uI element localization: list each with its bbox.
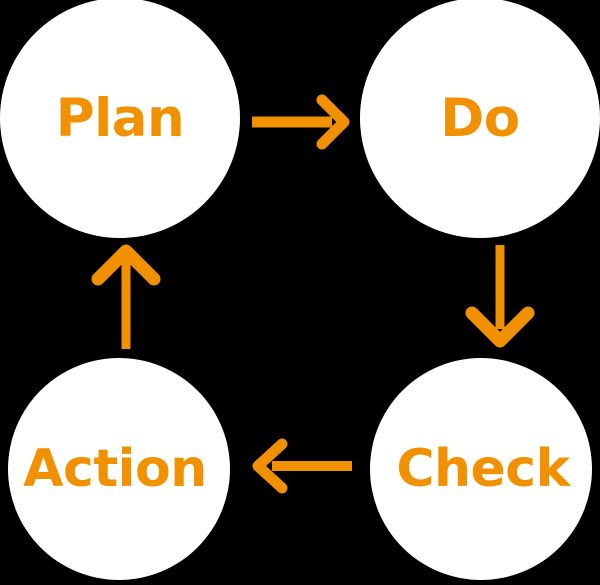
arrow-left-icon bbox=[252, 438, 352, 494]
arrow-right-icon bbox=[252, 94, 350, 150]
node-do-label: Do bbox=[440, 87, 520, 149]
arrow-down-icon bbox=[465, 245, 535, 348]
node-check[interactable]: Check bbox=[370, 358, 592, 580]
node-action-label: Action bbox=[23, 439, 207, 499]
node-check-label: Check bbox=[396, 439, 570, 499]
node-plan-label: Plan bbox=[55, 87, 185, 149]
arrow-up-icon bbox=[91, 244, 161, 349]
node-action[interactable]: Action bbox=[8, 358, 230, 580]
node-plan[interactable]: Plan bbox=[0, 0, 240, 238]
node-do[interactable]: Do bbox=[360, 0, 600, 238]
